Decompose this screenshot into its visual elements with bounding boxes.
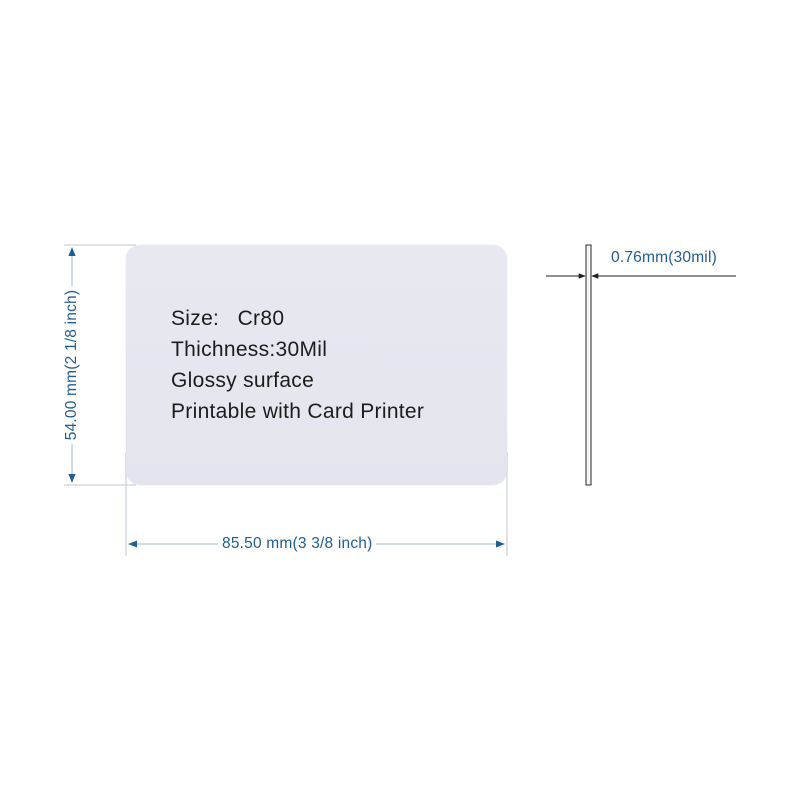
card-side-view	[585, 244, 592, 486]
thickness-dimension-label: 0.76mm(30mil)	[609, 249, 719, 267]
height-dimension-label: 54.00 mm(2 1/8 inch)	[63, 285, 81, 445]
spec-size: Size: Cr80	[171, 307, 285, 330]
card-spec-text: Size: Cr80 Thichness:30Mil Glossy surfac…	[171, 303, 424, 427]
card-front-view: Size: Cr80 Thichness:30Mil Glossy surfac…	[126, 245, 507, 485]
spec-printable: Printable with Card Printer	[171, 400, 425, 423]
width-dimension-label: 85.50 mm(3 3/8 inch)	[218, 535, 377, 553]
spec-surface: Glossy surface	[171, 369, 315, 392]
spec-thickness: Thichness:30Mil	[171, 338, 328, 361]
